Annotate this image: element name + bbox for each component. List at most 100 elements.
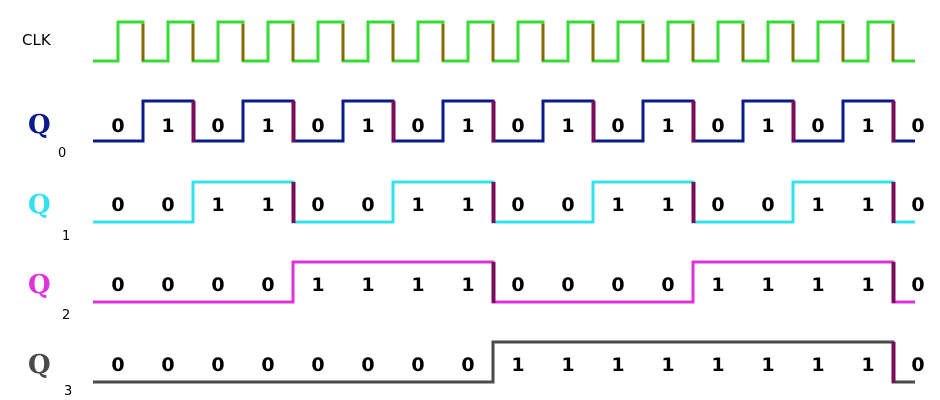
bit-value: 1	[711, 274, 724, 296]
bit-value: 1	[611, 354, 624, 376]
bit-value: 1	[861, 274, 874, 296]
bit-value: 0	[111, 194, 124, 216]
bit-value: 0	[111, 115, 124, 137]
signal-subscript-q3: 3	[64, 384, 72, 399]
clock-row: CLK	[22, 20, 915, 63]
bit-value: 1	[761, 354, 774, 376]
bit-value: 1	[211, 194, 224, 216]
bit-value: 0	[411, 354, 424, 376]
bit-value: 1	[611, 194, 624, 216]
bit-value: 0	[411, 115, 424, 137]
bit-value: 0	[161, 274, 174, 296]
bit-value: 0	[161, 354, 174, 376]
bit-values-q3: 0 0 0 0 0 0 0 0 1 1 1 1 1 1 1 1 0	[111, 354, 924, 376]
bit-value: 0	[461, 354, 474, 376]
bit-value: 0	[161, 194, 174, 216]
falling-edge-marker	[891, 182, 896, 223]
bit-value: 1	[461, 274, 474, 296]
bit-value: 0	[361, 354, 374, 376]
transition-markers-q1	[291, 182, 896, 223]
waveform-q2	[93, 260, 915, 304]
bit-value: 0	[111, 354, 124, 376]
signal-label-q1: Q	[28, 190, 51, 220]
bit-value: 1	[761, 115, 774, 137]
transition-markers-q2	[491, 262, 896, 303]
bit-value: 1	[411, 274, 424, 296]
bit-value: 0	[561, 274, 574, 296]
signal-row-q3: Q 3 0 0 0 0 0 0 0 0 1 1 1 1 1 1 1 1 0	[28, 340, 925, 399]
bit-value: 1	[711, 354, 724, 376]
signal-subscript-q2: 2	[62, 308, 70, 323]
bit-value: 1	[261, 194, 274, 216]
bit-value: 0	[911, 115, 924, 137]
falling-edge-marker	[491, 182, 496, 223]
falling-edge-marker	[491, 262, 496, 303]
bit-value: 1	[761, 274, 774, 296]
bit-value: 0	[911, 274, 924, 296]
bit-value: 1	[311, 274, 324, 296]
bit-value: 0	[561, 194, 574, 216]
signal-label-q0: Q	[28, 110, 51, 140]
falling-edge-marker	[491, 101, 496, 142]
bit-value: 1	[461, 194, 474, 216]
bit-value: 1	[661, 115, 674, 137]
falling-edge-marker	[391, 101, 396, 142]
bit-value: 0	[511, 274, 524, 296]
bit-value: 1	[861, 115, 874, 137]
bit-value: 1	[661, 354, 674, 376]
bit-value: 1	[861, 354, 874, 376]
signal-subscript-q1: 1	[62, 229, 70, 244]
bit-value: 1	[511, 354, 524, 376]
transition-markers-q0	[191, 101, 896, 142]
falling-edge-marker	[291, 182, 296, 223]
bit-value: 1	[261, 115, 274, 137]
bit-value: 0	[211, 115, 224, 137]
falling-edge-marker	[291, 101, 296, 142]
bit-value: 0	[911, 354, 924, 376]
bit-value: 0	[911, 194, 924, 216]
transition-markers-q3	[891, 342, 896, 383]
bit-value: 0	[111, 274, 124, 296]
bit-value: 0	[211, 354, 224, 376]
falling-edge-marker	[691, 182, 696, 223]
bit-value: 0	[511, 194, 524, 216]
bit-value: 1	[561, 354, 574, 376]
bit-value: 0	[761, 194, 774, 216]
bit-value: 0	[311, 194, 324, 216]
bit-value: 0	[311, 354, 324, 376]
bit-value: 1	[661, 194, 674, 216]
falling-edge-marker	[791, 101, 796, 142]
bit-value: 1	[361, 115, 374, 137]
bit-value: 1	[411, 194, 424, 216]
bit-value: 0	[811, 115, 824, 137]
waveform-q3	[93, 340, 915, 384]
falling-edge-marker	[191, 101, 196, 142]
clock-edge-markers	[141, 24, 895, 61]
falling-edge-marker	[891, 101, 896, 142]
bit-value: 0	[361, 194, 374, 216]
bit-value: 1	[811, 194, 824, 216]
falling-edge-marker	[591, 101, 596, 142]
clock-waveform	[93, 20, 915, 63]
bit-value: 0	[611, 274, 624, 296]
falling-edge-marker	[891, 262, 896, 303]
bit-value: 0	[261, 354, 274, 376]
bit-value: 0	[511, 115, 524, 137]
clock-label: CLK	[22, 31, 52, 49]
signal-label-q2: Q	[28, 270, 51, 300]
falling-edge-marker	[891, 342, 896, 383]
bit-value: 0	[211, 274, 224, 296]
signal-label-q3: Q	[28, 350, 51, 380]
bit-value: 1	[811, 354, 824, 376]
bit-value: 1	[811, 274, 824, 296]
falling-edge-marker	[691, 101, 696, 142]
bit-value: 0	[311, 115, 324, 137]
bit-value: 0	[711, 115, 724, 137]
